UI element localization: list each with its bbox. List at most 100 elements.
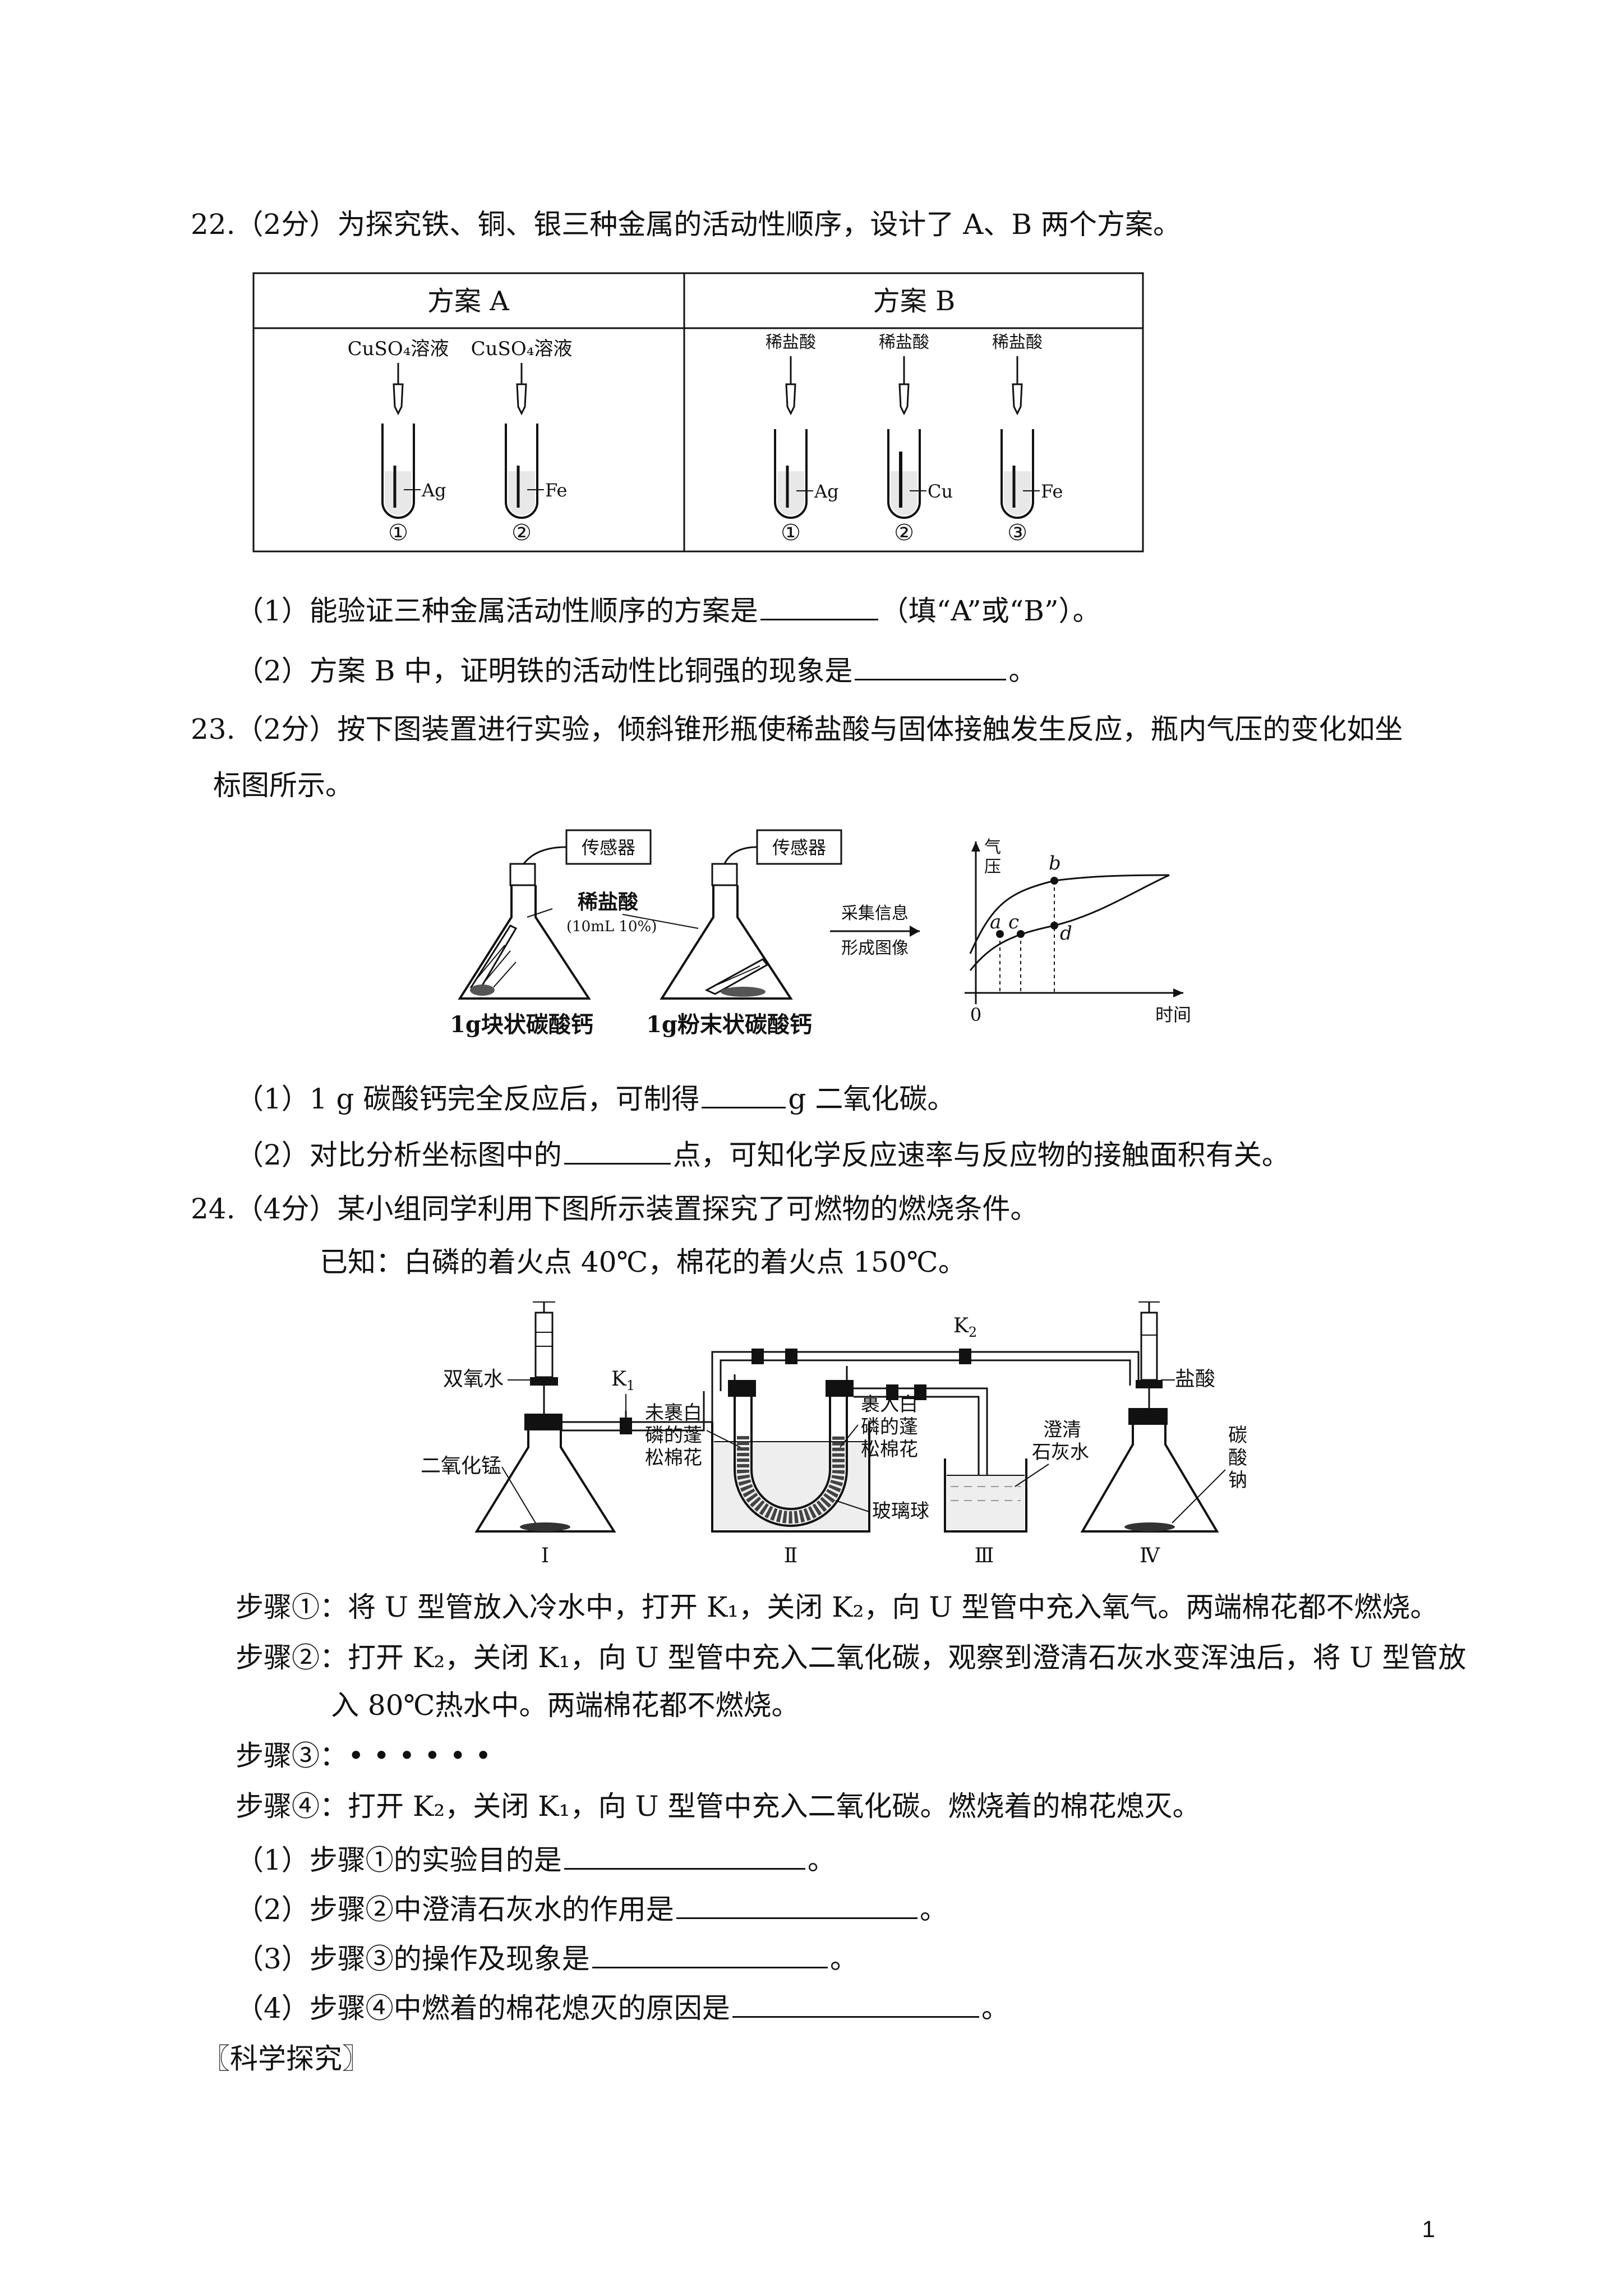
svg-text:③: ③ (1007, 520, 1027, 546)
svg-text:双氧水: 双氧水 (443, 1368, 504, 1391)
q22-table: 方案 A 方案 B CuSO₄溶液 Ag ① CuSO₄溶液 Fe ② (252, 272, 1144, 553)
valve-k1[interactable]: K1 (611, 1368, 635, 1434)
q24-sub1: （1）步骤①的实验目的是。 (236, 1841, 836, 1877)
answer-blank[interactable] (676, 1890, 917, 1919)
valve-k2[interactable]: K2 (953, 1314, 977, 1364)
reagent-label: 稀盐酸 (766, 333, 816, 352)
q23-stem-line1: 23.（2分）按下图装置进行实验，倾斜锥形瓶使稀盐酸与固体接触发生反应，瓶内气压… (191, 713, 1403, 746)
flask-i: 双氧水 二氧化锰 Ⅰ (421, 1301, 616, 1567)
svg-text:澄清: 澄清 (1043, 1419, 1081, 1441)
svg-text:0: 0 (970, 1004, 981, 1025)
svg-text:②: ② (511, 520, 532, 546)
svg-text:玻璃球: 玻璃球 (872, 1500, 929, 1522)
svg-text:1g块状碳酸钙: 1g块状碳酸钙 (450, 1011, 593, 1038)
svg-text:a: a (990, 911, 1001, 933)
answer-blank[interactable] (702, 1080, 786, 1108)
beaker-ii: Ⅱ (711, 1366, 870, 1567)
q22-head-b: 方案 B (873, 286, 956, 317)
svg-text:b: b (1049, 852, 1061, 875)
beaker-iii: Ⅲ (944, 1458, 1027, 1567)
q24-step4: 步骤④：打开 K₂，关闭 K₁，向 U 型管中充入二氧化碳。燃烧着的棉花熄灭。 (236, 1790, 1201, 1823)
reagent-label: 稀盐酸 (992, 333, 1043, 352)
answer-blank[interactable] (760, 592, 878, 620)
q24-sub2: （2）步骤②中澄清石灰水的作用是。 (236, 1890, 948, 1926)
answer-blank[interactable] (592, 1940, 828, 1968)
q24-known: 已知：白磷的着火点 40℃，棉花的着火点 150℃。 (320, 1246, 966, 1278)
answer-blank[interactable] (564, 1841, 805, 1870)
svg-text:钠: 钠 (1228, 1469, 1247, 1492)
answer-blank[interactable] (564, 1136, 671, 1165)
section-heading: 〖科学探究〗 (202, 2042, 370, 2075)
svg-text:1g粉末状碳酸钙: 1g粉末状碳酸钙 (646, 1011, 812, 1038)
q24-step2-line1: 步骤②：打开 K₂，关闭 K₁，向 U 型管中充入二氧化碳，观察到澄清石灰水变浑… (236, 1641, 1467, 1674)
q22-head-a: 方案 A (427, 286, 510, 317)
svg-text:稀盐酸: 稀盐酸 (578, 890, 638, 914)
q22-stem: 22.（2分）为探究铁、铜、银三种金属的活动性顺序，设计了 A、B 两个方案。 (191, 208, 1181, 241)
flask-2: 传感器 1g粉末状碳酸钙 (622, 829, 842, 1038)
svg-text:碳: 碳 (1228, 1424, 1247, 1447)
svg-text:Fe: Fe (1041, 481, 1063, 502)
scheme-a-tube-2: CuSO₄溶液 Fe ② (471, 338, 573, 546)
svg-text:形成图像: 形成图像 (841, 938, 909, 958)
answer-blank[interactable] (855, 652, 1007, 680)
svg-text:传感器: 传感器 (582, 837, 635, 858)
scheme-b-tube-2: 稀盐酸 Cu ② (879, 333, 953, 546)
q24-step2-line2: 入 80℃热水中。两端棉花都不燃烧。 (331, 1689, 800, 1722)
svg-text:磷的蓬: 磷的蓬 (645, 1424, 702, 1447)
answer-blank[interactable] (732, 1989, 979, 2018)
q24-step3: 步骤③：• • • • • • (236, 1740, 492, 1772)
pressure-time-graph: 气 压 0 时间 a b c d (965, 838, 1191, 1025)
svg-text:Ⅳ: Ⅳ (1140, 1544, 1160, 1567)
svg-text:Fe: Fe (545, 480, 567, 501)
scheme-a-tube-1: CuSO₄溶液 Ag ① (348, 338, 449, 546)
q22-sub1: （1）能验证三种金属活动性顺序的方案是（填“A”或“B”）。 (236, 592, 1101, 628)
q23-stem-line2: 标图所示。 (213, 769, 353, 802)
q24-sub3: （3）步骤③的操作及现象是。 (236, 1940, 858, 1976)
svg-text:①: ① (388, 520, 408, 546)
svg-text:气: 气 (984, 838, 1001, 857)
svg-text:时间: 时间 (1155, 1004, 1191, 1025)
svg-text:压: 压 (984, 857, 1001, 877)
svg-text:Ag: Ag (814, 481, 839, 502)
svg-text:采集信息: 采集信息 (841, 904, 909, 923)
svg-text:(10mL 10%): (10mL 10%) (566, 918, 657, 935)
svg-text:Ag: Ag (421, 480, 446, 501)
q23-sub2: （2）对比分析坐标图中的点，可知化学反应速率与反应物的接触面积有关。 (236, 1136, 1290, 1172)
scheme-b-tube-1: 稀盐酸 Ag ① (766, 333, 839, 546)
q24-stem: 24.（4分）某小组同学利用下图所示装置探究了可燃物的燃烧条件。 (191, 1193, 1039, 1225)
svg-text:c: c (1008, 911, 1019, 933)
svg-text:松棉花: 松棉花 (861, 1438, 918, 1461)
svg-text:石灰水: 石灰水 (1032, 1441, 1089, 1464)
q24-step1: 步骤①：将 U 型管放入冷水中，打开 K₁，关闭 K₂，向 U 型管中充入氧气。… (236, 1591, 1438, 1623)
svg-text:二氧化锰: 二氧化锰 (421, 1455, 501, 1478)
svg-text:d: d (1060, 922, 1072, 945)
reagent-label: CuSO₄溶液 (348, 338, 449, 360)
svg-text:K2: K2 (953, 1314, 977, 1340)
q24-apparatus: 双氧水 二氧化锰 Ⅰ K1 K2 (421, 1301, 1247, 1567)
svg-text:磷的蓬: 磷的蓬 (861, 1416, 918, 1438)
page-number: 1 (1422, 2216, 1435, 2242)
svg-text:未裹白: 未裹白 (645, 1402, 702, 1424)
scheme-b-tube-3: 稀盐酸 Fe ③ (992, 333, 1063, 546)
q24-sub4: （4）步骤④中燃着的棉花熄灭的原因是。 (236, 1989, 1009, 2025)
arrow-collect: 采集信息 形成图像 (830, 904, 920, 958)
svg-text:K1: K1 (611, 1368, 635, 1393)
svg-text:传感器: 传感器 (772, 837, 826, 858)
svg-text:Ⅰ: Ⅰ (541, 1544, 549, 1567)
q22-sub2: （2）方案 B 中，证明铁的活动性比铜强的现象是。 (236, 652, 1036, 688)
svg-text:Cu: Cu (928, 481, 953, 502)
svg-text:酸: 酸 (1228, 1447, 1247, 1469)
flask-iv: Ⅳ (1080, 1301, 1219, 1567)
svg-text:②: ② (894, 520, 914, 546)
reagent-label: CuSO₄溶液 (471, 338, 573, 360)
flask-1: 传感器 1g块状碳酸钙 (450, 829, 652, 1038)
svg-text:Ⅱ: Ⅱ (784, 1544, 797, 1567)
svg-text:盐酸: 盐酸 (1175, 1368, 1215, 1391)
svg-text:松棉花: 松棉花 (645, 1447, 702, 1469)
q23-figure: 传感器 1g块状碳酸钙 稀盐酸 (10mL 10%) 传感器 1g粉末状碳酸钙 (450, 829, 1191, 1038)
svg-text:Ⅲ: Ⅲ (975, 1544, 994, 1567)
svg-text:①: ① (781, 520, 801, 546)
reagent-label: 稀盐酸 (879, 333, 929, 352)
